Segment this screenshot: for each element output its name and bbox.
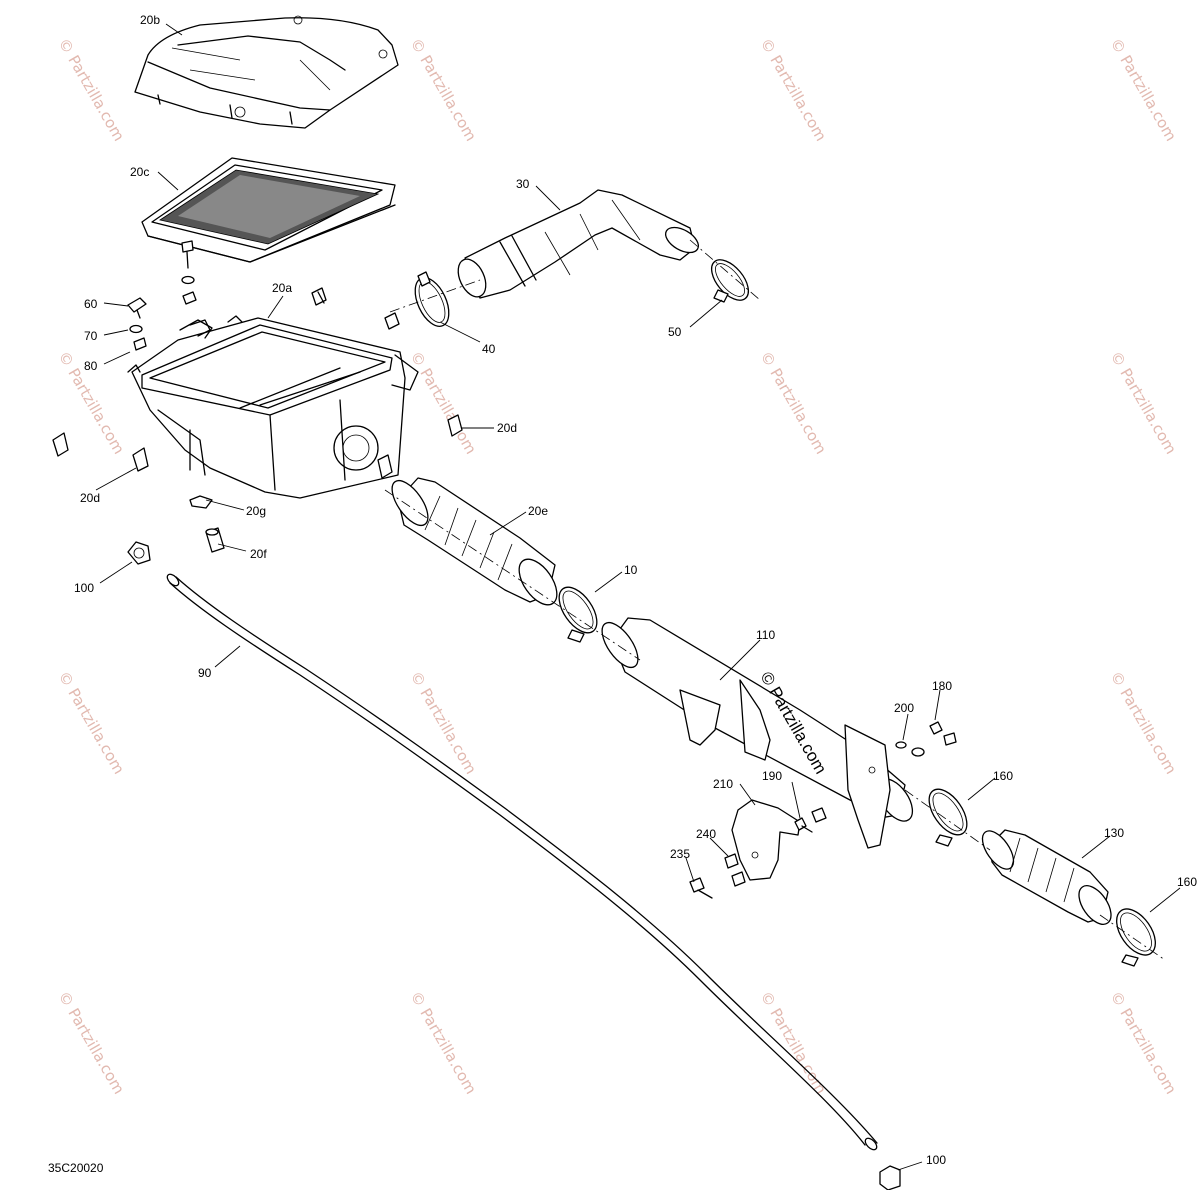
centerline: [389, 239, 761, 313]
callout-20e: 20e: [528, 504, 548, 518]
callout-160-right: 160: [1177, 875, 1197, 889]
callout-10: 10: [624, 563, 638, 577]
callout-100-bottom: 100: [926, 1153, 946, 1167]
callout-200: 200: [894, 701, 914, 715]
intake-tube-110-part: [601, 617, 914, 849]
clamp-40-part: [414, 271, 450, 327]
watermark: © Partzilla.com: [1107, 668, 1180, 777]
watermark: © Partzilla.com: [1107, 348, 1180, 457]
watermark: © Partzilla.com: [407, 668, 480, 777]
callout-40: 40: [482, 342, 496, 356]
bracket-210-part: [689, 799, 827, 899]
coupler-130-part: [981, 829, 1112, 925]
airbox-body-part: [131, 315, 419, 499]
callout-30: 30: [516, 177, 530, 191]
callout-70: 70: [84, 329, 98, 343]
watermark: © Partzilla.com: [407, 35, 480, 144]
watermark: © Partzilla.com: [757, 988, 830, 1097]
callout-labels: 20b 20c 30 60 70 80 20a 40 50 20d 20d 20…: [74, 13, 1197, 1167]
small-parts-20g-20f: [189, 495, 225, 553]
callout-20a: 20a: [272, 281, 292, 295]
callout-235: 235: [670, 847, 690, 861]
clips-20d: [52, 287, 463, 479]
callout-160-mid: 160: [993, 769, 1013, 783]
callout-240: 240: [696, 827, 716, 841]
callout-20f: 20f: [250, 547, 267, 561]
callout-80: 80: [84, 359, 98, 373]
watermark: © Partzilla.com: [55, 668, 128, 777]
diagram-code: 35C20020: [48, 1161, 104, 1175]
intake-duct-upper-part: [457, 189, 700, 299]
callout-20g: 20g: [246, 504, 266, 518]
callout-20d-right: 20d: [497, 421, 517, 435]
rubber-boot-20e-part: [391, 477, 558, 606]
clamp-10-part: [558, 586, 598, 643]
watermark: © Partzilla.com: [757, 348, 830, 457]
clamp-160-mid-part: [928, 788, 968, 847]
clamp-50-part: [710, 259, 750, 303]
callout-180: 180: [932, 679, 952, 693]
callout-190: 190: [762, 769, 782, 783]
airbox-cover-part: [134, 15, 399, 129]
clamp-160-right-part: [1116, 908, 1156, 967]
centerline: [384, 489, 1166, 961]
air-filter-part: [141, 157, 396, 263]
watermark: © Partzilla.com: [407, 988, 480, 1097]
callout-20d-left: 20d: [80, 491, 100, 505]
callout-50: 50: [668, 325, 682, 339]
callout-130: 130: [1104, 826, 1124, 840]
watermark: © Partzilla.com: [407, 348, 480, 457]
leader-lines: [95, 23, 1181, 1171]
watermark: © Partzilla.com: [1107, 988, 1180, 1097]
callout-100-left: 100: [74, 581, 94, 595]
hardware-200-180: [895, 721, 957, 757]
watermark: © Partzilla.com: [1107, 35, 1180, 144]
fasteners-60-70-80: [127, 240, 211, 373]
watermark: © Partzilla.com: [55, 35, 128, 144]
callout-90: 90: [198, 666, 212, 680]
callout-20c: 20c: [130, 165, 149, 179]
clamp-100-parts: [127, 541, 901, 1190]
callout-20b: 20b: [140, 13, 160, 27]
hose-90-part: [166, 573, 878, 1151]
callout-110: 110: [756, 628, 775, 642]
watermark: © Partzilla.com: [55, 988, 128, 1097]
watermark: © Partzilla.com: [757, 35, 830, 144]
callout-60: 60: [84, 297, 98, 311]
callout-210: 210: [713, 777, 733, 791]
